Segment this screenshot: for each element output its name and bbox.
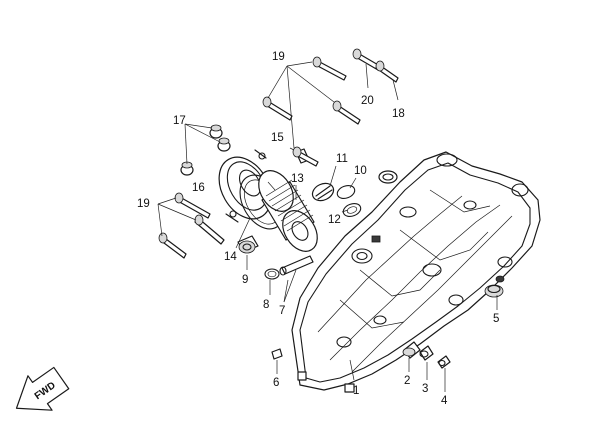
callout-12: 12 bbox=[328, 214, 341, 226]
callout-11: 11 bbox=[336, 153, 348, 165]
callout-19-upper: 19 bbox=[272, 51, 285, 63]
part-17-nuts bbox=[180, 123, 231, 176]
part-7-stud bbox=[279, 255, 314, 303]
callout-13: 13 bbox=[291, 173, 304, 185]
crankcase-cover bbox=[291, 151, 541, 393]
callout-14: 14 bbox=[224, 251, 237, 263]
callout-19-left: 19 bbox=[137, 198, 150, 210]
part-8-oring bbox=[264, 268, 280, 295]
callout-6: 6 bbox=[273, 377, 279, 389]
part-4-fitting bbox=[437, 355, 451, 369]
part-18-bolt bbox=[375, 60, 399, 101]
callout-18: 18 bbox=[392, 108, 405, 120]
callout-10: 10 bbox=[354, 165, 367, 177]
callout-16: 16 bbox=[192, 182, 205, 194]
part-19-bolts-left bbox=[157, 192, 225, 259]
callout-20: 20 bbox=[361, 95, 374, 107]
part-6-pin bbox=[271, 348, 283, 374]
part-20-bolt bbox=[352, 48, 381, 89]
part-5-grommet bbox=[484, 275, 505, 310]
part-2-plug bbox=[402, 341, 421, 359]
part-12-seal bbox=[341, 203, 362, 217]
callout-7: 7 bbox=[279, 305, 285, 317]
callout-8: 8 bbox=[263, 299, 269, 311]
fwd-arrow: FWD bbox=[15, 366, 70, 411]
part-9-sleeve bbox=[237, 235, 259, 270]
part-10-oring bbox=[336, 177, 357, 199]
callout-17: 17 bbox=[173, 115, 186, 127]
callout-3: 3 bbox=[422, 383, 428, 395]
part-11-dipstick bbox=[311, 165, 337, 202]
callout-labels: 1 2 3 4 5 6 7 8 9 10 11 12 13 14 15 16 1… bbox=[137, 51, 499, 407]
part-19-bolts-upper bbox=[262, 56, 361, 167]
part-13-filter-element bbox=[258, 170, 318, 252]
callout-5: 5 bbox=[493, 313, 499, 325]
callout-4: 4 bbox=[441, 395, 448, 407]
callout-9: 9 bbox=[242, 274, 248, 286]
callout-2: 2 bbox=[404, 375, 410, 387]
part-3-fitting bbox=[419, 345, 434, 361]
callout-15: 15 bbox=[271, 132, 284, 144]
callout-1: 1 bbox=[353, 385, 359, 397]
